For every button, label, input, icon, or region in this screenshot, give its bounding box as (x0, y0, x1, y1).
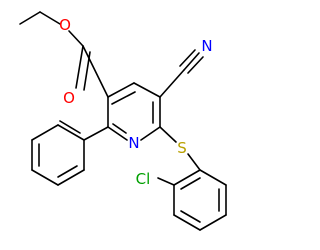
bond-chlorophenyl-6-inner (180, 177, 201, 190)
bond-ethyl-ch2-o (39, 11, 61, 25)
bond-phenyl-2 (31, 124, 59, 141)
bond-ring-c6-s (159, 126, 177, 143)
atom-cl: Cl (136, 170, 151, 188)
atom-o-ester: O (59, 16, 71, 34)
bond-ring-c2-phenyl (83, 126, 109, 141)
atom-s-thioether: S (177, 139, 187, 157)
bond-chlorophenyl-3 (199, 214, 227, 231)
bond-phenyl-5 (57, 169, 85, 186)
atom-n-pyridine: N (128, 134, 139, 152)
bond-chlorophenyl-4 (173, 214, 201, 231)
bond-ring-c5-nitrile-c (159, 69, 185, 98)
bond-ring-n1-c2-inner (112, 123, 127, 134)
bond-carbonyl-c-o-double-a (75, 45, 84, 89)
bond-phenyl-1 (57, 124, 85, 141)
bond-nitrile-triple-c (187, 56, 204, 74)
bond-chlorophenyl-6 (173, 169, 201, 186)
bond-chlorophenyl-4-inner (180, 210, 201, 223)
bond-chlorophenyl-1 (199, 169, 227, 186)
bond-ring-n1-c2 (107, 126, 128, 141)
bond-ring-c3-c4 (107, 82, 135, 98)
bond-s-aryl (187, 153, 201, 171)
bond-nitrile-triple-a (183, 52, 200, 71)
bond-ring-c3-c4-inner (111, 91, 136, 105)
bond-phenyl-5-inner (57, 165, 78, 178)
atom-o-carbonyl: O (63, 89, 75, 107)
molecule-structure: O O N N S Cl (19, 11, 227, 231)
atom-n-nitrile: N (201, 37, 212, 55)
bond-nitrile-triple-b (179, 49, 196, 67)
bond-phenyl-1-inner (59, 120, 81, 134)
bond-o-carbonyl-c (68, 30, 84, 47)
bond-ethyl-ch3-ch2 (19, 11, 41, 25)
bond-carbonyl-c-ring (82, 45, 109, 98)
bond-ring-c6-n1 (140, 126, 161, 141)
bond-aryl-cl (157, 177, 175, 186)
bond-phenyl-4 (31, 169, 59, 186)
bond-ring-c4-c5 (133, 82, 161, 98)
